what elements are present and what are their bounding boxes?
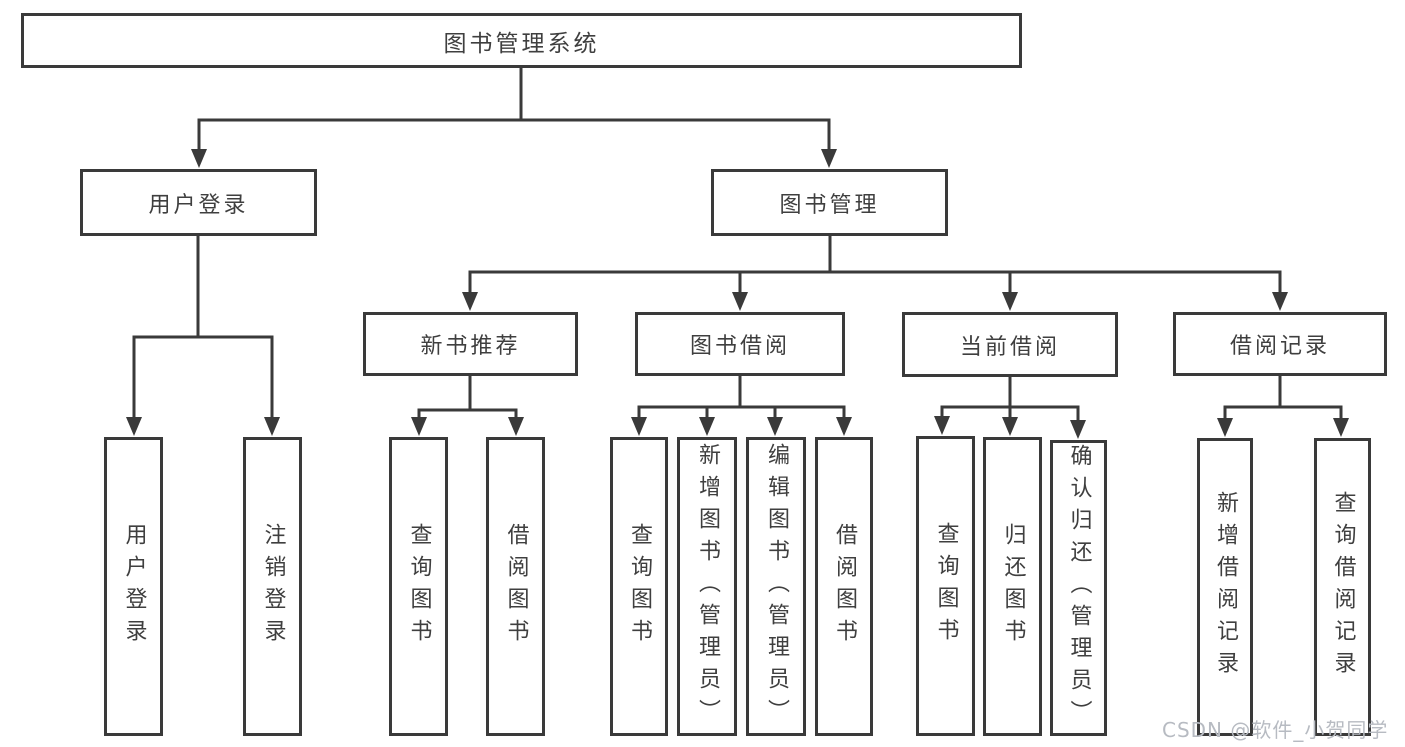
node-new-book-recommendation: 新书推荐 [363, 312, 578, 376]
node-borrowing-records: 借阅记录 [1173, 312, 1387, 376]
connector-records-to-leaves [1223, 376, 1343, 421]
node-book-borrowing: 图书借阅 [635, 312, 845, 376]
node-leaf-query-books-borrow: 查询图书 [610, 437, 668, 736]
connector-book-mgmt-to-level3 [468, 236, 1282, 295]
node-library-management-system: 图书管理系统 [21, 13, 1022, 68]
connector-new-books-to-leaves [417, 376, 518, 420]
node-leaf-logout: 注销登录 [243, 437, 302, 736]
connector-lines [132, 68, 1343, 423]
node-leaf-query-books-recommend: 查询图书 [389, 437, 448, 736]
node-leaf-query-books-current: 查询图书 [916, 436, 975, 736]
node-leaf-add-books-admin: 新增图书（管理员） [677, 437, 737, 736]
connector-borrowing-to-leaves [637, 376, 846, 420]
node-user-login: 用户登录 [80, 169, 317, 236]
node-leaf-borrow-books: 借阅图书 [815, 437, 873, 736]
node-leaf-return-books: 归还图书 [983, 437, 1042, 736]
node-current-borrowing: 当前借阅 [902, 312, 1118, 377]
node-leaf-query-borrow-record: 查询借阅记录 [1314, 438, 1371, 736]
node-leaf-borrow-books-recommend: 借阅图书 [486, 437, 545, 736]
csdn-watermark: CSDN @软件_小贺同学 [1162, 718, 1389, 742]
node-leaf-edit-books-admin: 编辑图书（管理员） [746, 437, 806, 736]
connector-root-to-level2 [197, 68, 831, 152]
node-leaf-add-borrow-record: 新增借阅记录 [1197, 438, 1253, 736]
node-book-management: 图书管理 [711, 169, 948, 236]
node-leaf-user-login: 用户登录 [104, 437, 163, 736]
connector-current-to-leaves [940, 377, 1080, 423]
node-leaf-confirm-return-admin: 确认归还（管理员） [1050, 440, 1107, 736]
connector-user-login-to-leaves [132, 236, 274, 420]
connector-arrowheads [126, 149, 1349, 439]
